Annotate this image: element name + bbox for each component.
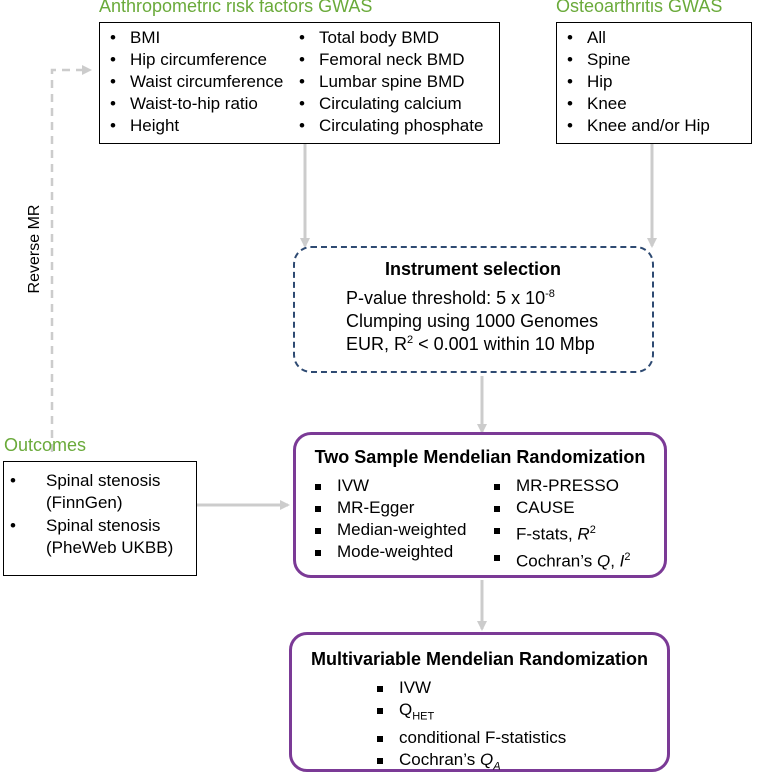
outcome-source: (FinnGen)	[46, 493, 123, 512]
bullet: •	[10, 471, 16, 490]
fstats-r: R	[577, 524, 590, 544]
osteoarthritis-list: All Spine Hip Knee Knee and/or Hip	[565, 27, 710, 137]
list-item: Hip circumference	[108, 49, 283, 71]
cochran-i: I	[619, 551, 625, 571]
list-item: Waist-to-hip ratio	[108, 93, 283, 115]
list-item: MR-PRESSO	[492, 475, 631, 497]
list-item: Height	[108, 115, 283, 137]
osteoarthritis-box: All Spine Hip Knee Knee and/or Hip	[556, 22, 752, 144]
list-item: All	[565, 27, 710, 49]
instrument-pvalue-exponent: -8	[545, 288, 555, 300]
list-item: Median-weighted	[313, 519, 466, 541]
list-item: Knee and/or Hip	[565, 115, 710, 137]
instrument-eur-text: EUR, R	[346, 334, 408, 354]
list-item: Lumbar spine BMD	[297, 71, 483, 93]
list-item: CAUSE	[492, 497, 631, 519]
cochran-qa-text: Cochran’s	[399, 750, 480, 770]
list-item: Cochran’s Q, I2	[492, 546, 631, 573]
list-item: Waist circumference	[108, 71, 283, 93]
two-sample-mr-title: Two Sample Mendelian Randomization	[314, 447, 646, 467]
instrument-eur-suffix: < 0.001 within 10 Mbp	[413, 334, 595, 354]
instrument-clumping-line: Clumping using 1000 Genomes	[346, 311, 599, 331]
two-sample-left-list: IVW MR-Egger Median-weighted Mode-weight…	[313, 475, 466, 563]
two-sample-right-list: MR-PRESSO CAUSE F-stats, R2 Cochran’s Q,…	[492, 475, 631, 572]
outcome-item-finngen: • Spinal stenosis (FinnGen)	[10, 470, 160, 514]
instrument-eur-sup: 2	[407, 334, 414, 346]
reverse-mr-label: Reverse MR	[26, 204, 43, 294]
list-item: IVW	[375, 677, 566, 699]
list-item: Knee	[565, 93, 710, 115]
list-item: Mode-weighted	[313, 541, 466, 563]
list-item: Circulating phosphate	[297, 115, 483, 137]
fstats-text: F-stats,	[516, 524, 578, 544]
list-item: Hip	[565, 71, 710, 93]
qhet-q: Q	[399, 700, 413, 719]
instrument-pvalue-text: P-value threshold: 5 x 10	[346, 288, 546, 308]
list-item: F-stats, R2	[492, 519, 631, 546]
cochran-q: Q	[596, 551, 611, 571]
list-item: Circulating calcium	[297, 93, 483, 115]
list-item: IVW	[313, 475, 466, 497]
anthropometric-box: BMI Hip circumference Waist circumferenc…	[99, 22, 500, 144]
multivariable-mr-title: Multivariable Mendelian Randomization	[310, 649, 649, 669]
list-item: Cochran’s QA	[375, 749, 566, 777]
qhet-sub: HET	[412, 710, 435, 723]
cochran-sep: ,	[610, 551, 620, 571]
instrument-pvalue-line: P-value threshold: 5 x 10-8	[346, 288, 555, 309]
list-item: Femoral neck BMD	[297, 49, 483, 71]
cochran-qa-sub: A	[493, 760, 501, 773]
reverse-mr-dashed-arrow	[50, 65, 92, 452]
multivariable-list: IVW QHET conditional F-statistics Cochra…	[375, 677, 566, 778]
outcomes-box: • Spinal stenosis (FinnGen) • Spinal ste…	[3, 461, 197, 576]
two-sample-mr-box: Two Sample Mendelian Randomization IVW M…	[293, 432, 667, 578]
list-item: Spine	[565, 49, 710, 71]
multivariable-mr-box: Multivariable Mendelian Randomization IV…	[289, 632, 670, 773]
outcomes-heading: Outcomes	[4, 435, 87, 455]
instrument-selection-title: Instrument selection	[384, 259, 562, 279]
instrument-selection-box: Instrument selection P-value threshold: …	[293, 246, 654, 373]
fstats-sup: 2	[589, 524, 596, 536]
osteoarthritis-heading: Osteoarthritis GWAS	[556, 0, 723, 16]
outcome-name: Spinal stenosis	[46, 516, 161, 535]
cochran-qa-q: Q	[479, 750, 494, 770]
cochran-text: Cochran’s	[516, 551, 597, 571]
list-item: BMI	[108, 27, 283, 49]
outcome-item-ukbb: • Spinal stenosis (PheWeb UKBB)	[10, 515, 173, 559]
anthropometric-right-list: Total body BMD Femoral neck BMD Lumbar s…	[297, 27, 483, 137]
list-item: MR-Egger	[313, 497, 466, 519]
list-item: Total body BMD	[297, 27, 483, 49]
bullet: •	[10, 516, 16, 535]
instrument-eur-line: EUR, R2 < 0.001 within 10 Mbp	[346, 334, 595, 355]
cochran-sup: 2	[624, 550, 631, 563]
outcome-source: (PheWeb UKBB)	[46, 538, 174, 557]
anthropometric-left-list: BMI Hip circumference Waist circumferenc…	[108, 27, 283, 137]
list-item: conditional F-statistics	[375, 727, 566, 749]
list-item: QHET	[375, 699, 566, 727]
outcome-name: Spinal stenosis	[46, 471, 161, 490]
anthropometric-heading: Anthropometric risk factors GWAS	[99, 0, 373, 16]
